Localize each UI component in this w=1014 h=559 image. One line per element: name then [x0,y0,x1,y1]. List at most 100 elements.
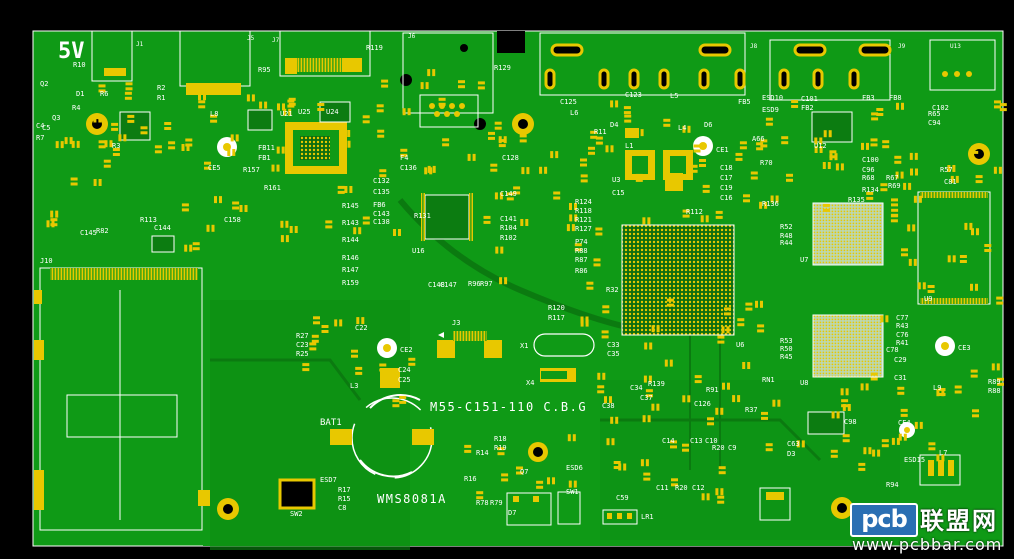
pad [569,214,573,222]
pad [777,399,781,407]
label-r15: R15 [338,495,351,503]
label-r104: R104 [500,224,517,232]
label-r20b: R20 [712,444,725,452]
pad [377,134,385,138]
pad [947,165,951,172]
pad [997,377,1004,381]
pad [927,290,935,293]
pad [476,496,484,500]
pad [742,362,746,369]
pad [760,144,768,148]
pad [590,135,598,139]
label-r95: R95 [258,66,271,74]
pad [495,246,499,254]
bottom-connectors [506,454,961,526]
pad [381,84,389,88]
pad [964,222,968,230]
pad [831,411,835,419]
pad [427,69,431,77]
pad [640,129,644,137]
pad [288,97,296,101]
label-c22: C22 [355,324,368,332]
power-section [625,128,693,191]
pad [595,136,603,140]
pad [477,86,485,90]
pad [745,307,753,311]
pad [227,149,231,156]
pad [353,227,357,235]
pad [277,103,280,111]
pad [580,179,588,183]
pad [682,448,689,452]
pad [682,125,686,133]
label-c18: C18 [720,164,733,172]
label-r67: R67 [886,174,899,182]
pad [339,319,343,327]
pad [198,93,201,101]
pad [881,439,889,443]
pad [917,282,921,290]
pad [720,488,724,496]
label-ce1: CE1 [716,146,729,154]
label-r69: R69 [888,182,901,190]
pad [232,149,236,156]
pad [700,215,704,223]
pad [890,219,898,223]
pad [866,196,874,200]
pad [760,300,763,308]
pad [737,395,741,403]
pad [880,183,888,187]
pad [726,326,730,334]
pad [477,81,485,85]
pad [702,184,710,188]
pad [567,434,571,442]
label-c59: C59 [616,494,629,502]
pad [98,140,106,144]
label-r78: R78 [476,499,489,507]
label-r20: R20 [675,484,688,492]
pad [458,85,465,89]
pad [550,151,554,159]
pad [501,473,509,477]
pad [702,189,710,193]
pad [349,186,353,193]
pad [420,82,424,90]
pad [302,368,310,372]
pad [311,339,319,343]
pad [721,326,725,334]
pad [586,281,594,285]
pad [464,444,472,448]
label-r70: R70 [760,159,773,167]
label-c125: C125 [560,98,577,106]
pad [903,182,907,190]
pad [896,102,899,110]
pad [192,247,200,251]
pad [309,347,317,351]
pad [868,447,872,455]
pad [971,228,974,236]
label-r37: R37 [745,406,758,414]
label-c149: C149 [500,190,517,198]
pad [210,119,218,123]
pad [840,388,844,396]
pad [952,255,956,263]
pad [971,145,979,149]
pad [379,368,387,372]
label-c76: C76 [896,331,909,339]
label-ce5: CE5 [208,164,221,172]
pad [521,167,525,175]
label-d6: D6 [704,121,712,129]
label-c8: C8 [338,504,346,512]
label-p74: P74 [575,238,588,246]
pad [975,175,983,179]
pad [865,383,869,391]
label-sw1: SW1 [566,488,579,496]
label-u6: U6 [736,341,744,349]
pad [872,449,876,457]
label-u21: U21 [280,110,293,118]
label-c123: C123 [625,91,642,99]
pad [647,415,651,423]
pad [483,215,491,219]
pad [682,209,690,213]
pad [76,140,80,148]
